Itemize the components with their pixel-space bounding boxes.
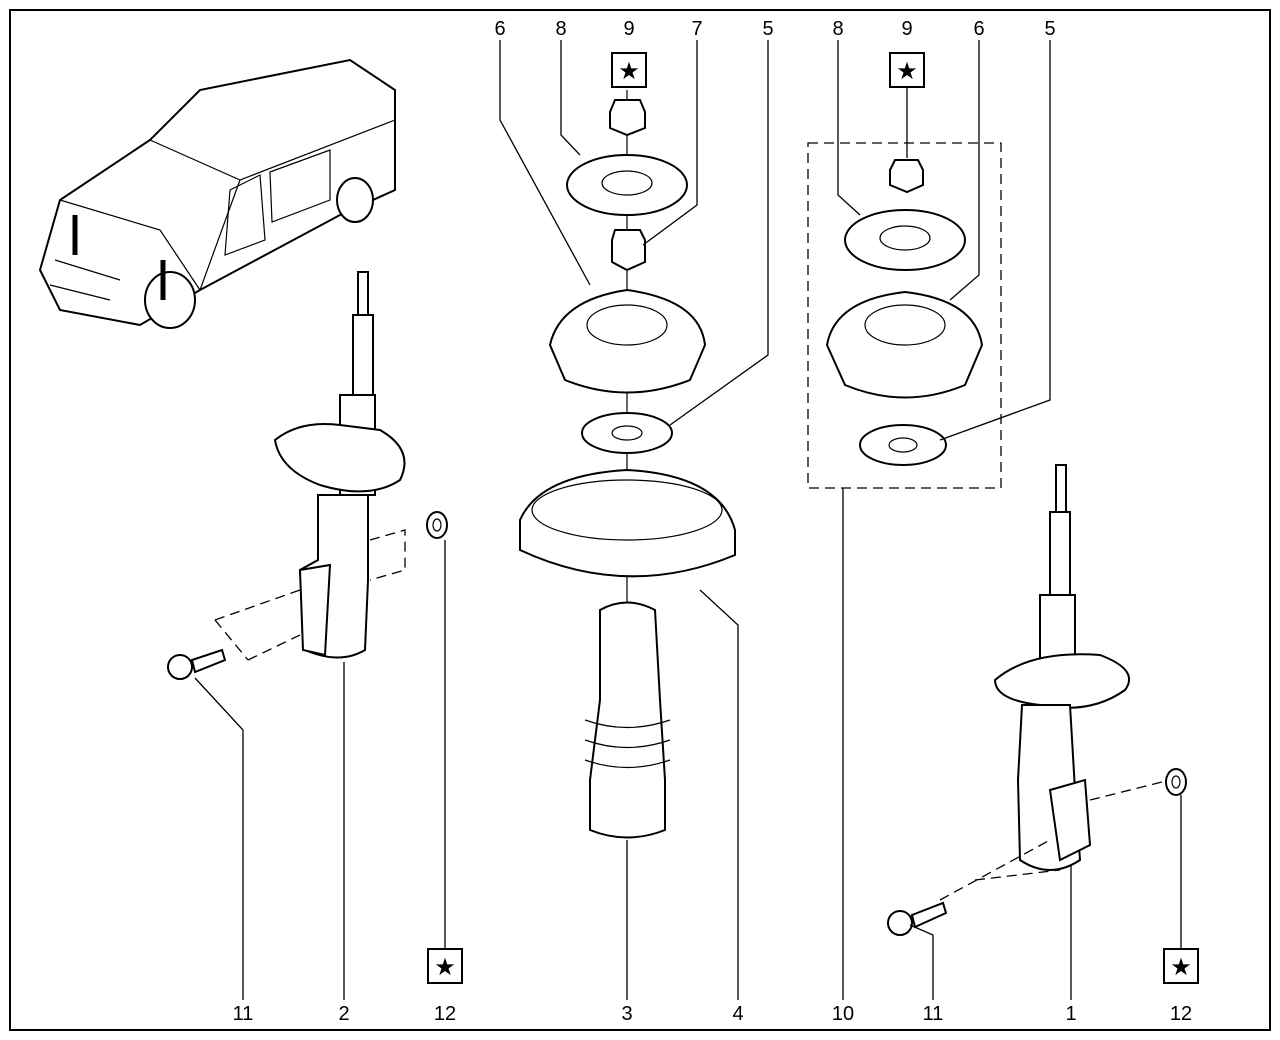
nut-7 xyxy=(611,229,646,272)
star-icon: ★ xyxy=(434,954,456,981)
nut-left xyxy=(426,511,448,539)
bolt-right xyxy=(887,901,948,936)
callout-label: 6 xyxy=(494,18,505,40)
spring-seat-4 xyxy=(519,468,736,578)
callout-label: 8 xyxy=(555,18,566,40)
callout-label: 9 xyxy=(623,18,634,40)
bump-stop-boot-3 xyxy=(589,601,666,839)
star-icon: ★ xyxy=(1170,954,1192,981)
bearing-8 xyxy=(566,154,688,216)
callout-label: 4 xyxy=(732,1003,743,1025)
callout-label: 9 xyxy=(901,18,912,40)
callout-label: 1 xyxy=(1065,1003,1076,1025)
kit-10 xyxy=(807,142,1002,489)
shock-absorber-left xyxy=(214,271,406,661)
star-box-top-right: ★ xyxy=(889,52,925,88)
bolt-left xyxy=(167,648,227,680)
callout-label: 8 xyxy=(832,18,843,40)
vehicle-illustration xyxy=(38,58,396,329)
callout-label: 12 xyxy=(1170,1003,1192,1025)
nut-right xyxy=(1165,768,1187,796)
star-box-bottom-left: ★ xyxy=(427,948,463,984)
nut-9 xyxy=(609,99,646,137)
callout-label: 5 xyxy=(762,18,773,40)
callout-label: 5 xyxy=(1044,18,1055,40)
star-box-top-center: ★ xyxy=(611,52,647,88)
leader-lines xyxy=(194,40,1182,1000)
star-box-bottom-right: ★ xyxy=(1163,948,1199,984)
callout-label: 2 xyxy=(338,1003,349,1025)
callout-label: 7 xyxy=(691,18,702,40)
callout-label: 6 xyxy=(973,18,984,40)
washer-5 xyxy=(581,412,673,454)
diagram-frame xyxy=(9,9,1271,1031)
callout-label: 3 xyxy=(621,1003,632,1025)
callout-label: 11 xyxy=(233,1003,254,1025)
callout-label: 11 xyxy=(923,1003,944,1025)
center-assembly xyxy=(519,90,736,839)
star-icon: ★ xyxy=(618,58,640,85)
callout-label: 10 xyxy=(832,1003,854,1025)
star-icon: ★ xyxy=(896,58,918,85)
mount-6 xyxy=(548,288,707,394)
shock-absorber-right xyxy=(939,464,1171,901)
callout-label: 12 xyxy=(434,1003,456,1025)
